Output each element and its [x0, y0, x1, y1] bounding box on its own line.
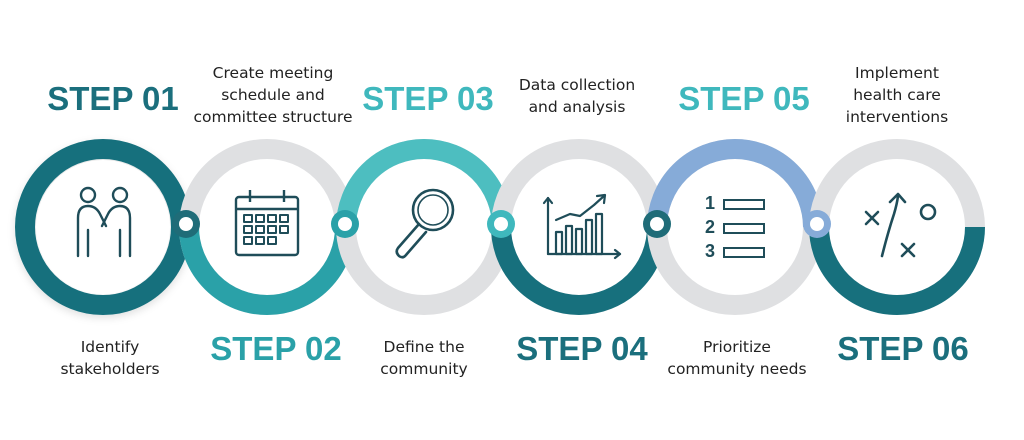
connector-dot-3-4	[487, 210, 515, 238]
numbered-list-icon: 1 2 3	[705, 193, 765, 261]
calendar-icon	[234, 190, 300, 257]
handshake-icon	[76, 186, 132, 258]
growth-chart-icon	[542, 193, 622, 260]
step-01-title: STEP 01	[47, 80, 179, 117]
step-05-title: STEP 05	[678, 80, 810, 117]
step-06-description: Implement health care interventions	[845, 64, 949, 126]
step-04-title: STEP 04	[516, 330, 648, 367]
magnifier-icon	[395, 188, 455, 259]
connector-dot-2-3	[331, 210, 359, 238]
step-05-description: Prioritize community needs	[667, 338, 807, 378]
step-06-title: STEP 06	[837, 330, 969, 367]
connector-dot-5-6	[803, 210, 831, 238]
strategy-plan-icon	[864, 192, 937, 258]
step-02-description: Create meeting schedule and committee st…	[193, 64, 353, 126]
step-03-title: STEP 03	[362, 80, 494, 117]
step-03-description: Define the community	[380, 338, 468, 378]
svg-text:1: 1	[705, 193, 715, 213]
svg-text:3: 3	[705, 241, 715, 261]
step-02-title: STEP 02	[210, 330, 342, 367]
connector-dot-4-5	[643, 210, 671, 238]
step-04-description: Data collection and analysis	[518, 76, 636, 116]
step-01-description: Identify stakeholders	[60, 338, 160, 378]
svg-text:2: 2	[705, 217, 715, 237]
connector-dot-1-2	[172, 210, 200, 238]
